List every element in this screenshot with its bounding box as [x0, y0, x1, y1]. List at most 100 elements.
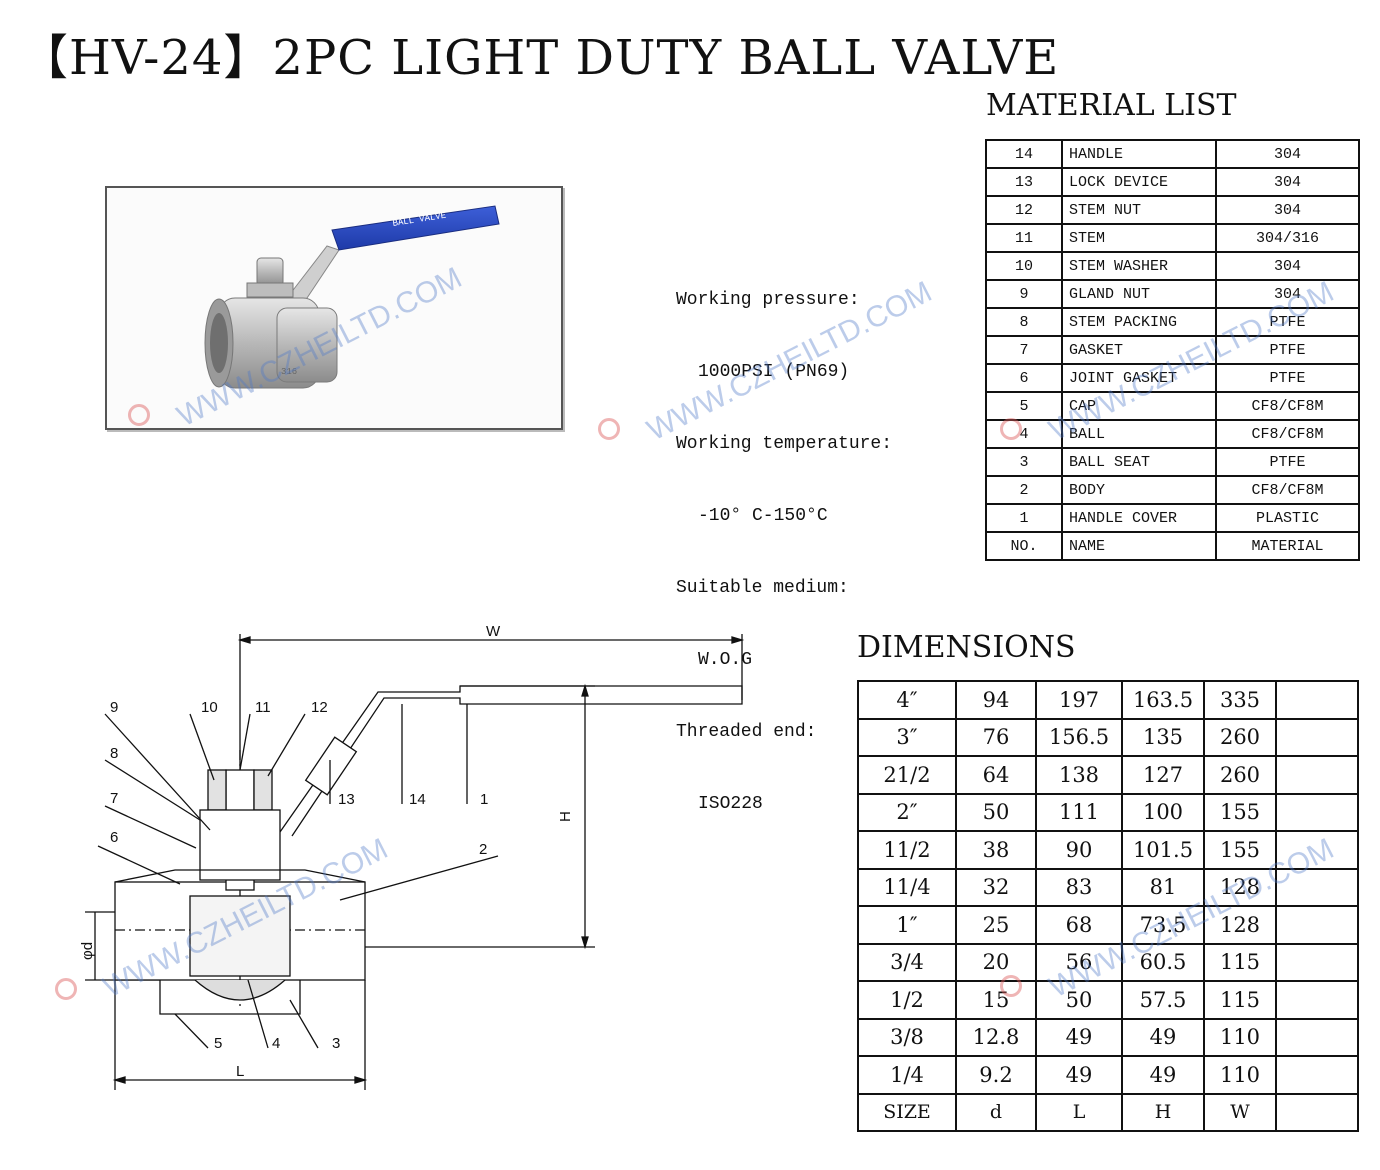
dim-cell: 49	[1121, 1017, 1205, 1057]
cell-name: GASKET	[1061, 335, 1217, 365]
callout-10: 10	[201, 699, 218, 716]
valve-section-drawing: W H L φd 9 10 11 12 8 7 6 13 14 1 2 5 4 …	[79, 623, 745, 1090]
cell-material: 304	[1215, 195, 1360, 225]
callout-14: 14	[409, 791, 426, 808]
cell-material: CF8/CF8M	[1215, 391, 1360, 421]
material-list-heading: MATERIAL LIST	[986, 88, 1237, 123]
cell-no: 10	[985, 251, 1063, 281]
cell-no: 9	[985, 279, 1063, 309]
dim-cell: 2″	[857, 792, 957, 832]
callout-9: 9	[110, 699, 118, 716]
dim-cell: 50	[955, 792, 1037, 832]
dim-cell: 38	[955, 830, 1037, 870]
temperature-value: -10° C-150°C	[698, 506, 828, 526]
watermark-logo-icon	[598, 418, 620, 440]
cell-material: 304/316	[1215, 223, 1360, 253]
dim-cell: 115	[1203, 980, 1277, 1020]
page-title: 【HV-24】2PC LIGHT DUTY BALL VALVE	[20, 30, 1060, 86]
cell-material: 304	[1215, 167, 1360, 197]
dim-cell	[1275, 717, 1359, 757]
dim-cell: 60.5	[1121, 942, 1205, 982]
dim-cell: 68	[1035, 905, 1123, 945]
dim-cell: 4″	[857, 680, 957, 720]
dim-cell: 64	[955, 755, 1037, 795]
callout-1: 1	[480, 791, 488, 808]
dim-header-cell	[1275, 1092, 1359, 1132]
cell-material: PTFE	[1215, 447, 1360, 477]
dim-cell: 81	[1121, 867, 1205, 907]
pressure-value: 1000PSI (PN69)	[698, 362, 850, 382]
cell-material: 304	[1215, 279, 1360, 309]
dim-cell: 128	[1203, 867, 1277, 907]
dim-cell	[1275, 755, 1359, 795]
dim-cell: 110	[1203, 1017, 1277, 1057]
header-name: NAME	[1061, 531, 1217, 561]
dim-cell: 76	[955, 717, 1037, 757]
cell-name: STEM WASHER	[1061, 251, 1217, 281]
callout-6: 6	[110, 829, 118, 846]
dim-cell: 9.2	[955, 1055, 1037, 1095]
product-photo: BALL VALVE 316	[105, 186, 563, 430]
cell-name: HANDLE	[1061, 139, 1217, 169]
dim-cell: 3/8	[857, 1017, 957, 1057]
dim-cell: 21/2	[857, 755, 957, 795]
cell-material: PTFE	[1215, 307, 1360, 337]
end-label: Threaded end:	[676, 722, 817, 742]
medium-label: Suitable medium:	[676, 578, 849, 598]
callout-2: 2	[479, 841, 487, 858]
end-value: ISO228	[698, 794, 763, 814]
dim-cell: 50	[1035, 980, 1123, 1020]
cell-no: 12	[985, 195, 1063, 225]
dim-w-label: W	[486, 623, 501, 640]
dim-cell	[1275, 867, 1359, 907]
dimensions-heading: DIMENSIONS	[857, 630, 1076, 665]
dim-cell: 11/2	[857, 830, 957, 870]
pressure-label: Working pressure:	[676, 290, 860, 310]
dim-cell: 110	[1203, 1055, 1277, 1095]
callout-8: 8	[110, 745, 118, 762]
dim-cell: 15	[955, 980, 1037, 1020]
dim-cell: 3″	[857, 717, 957, 757]
cell-no: 4	[985, 419, 1063, 449]
cell-no: 7	[985, 335, 1063, 365]
dim-header-cell: L	[1035, 1092, 1123, 1132]
temperature-label: Working temperature:	[676, 434, 893, 454]
cell-name: GLAND NUT	[1061, 279, 1217, 309]
dim-cell: 127	[1121, 755, 1205, 795]
dim-cell: 1/4	[857, 1055, 957, 1095]
cell-name: BALL	[1061, 419, 1217, 449]
dim-cell: 94	[955, 680, 1037, 720]
watermark-logo-icon	[1000, 418, 1022, 440]
dim-d-label: φd	[79, 942, 96, 960]
callout-11: 11	[255, 699, 271, 716]
cell-no: 5	[985, 391, 1063, 421]
dim-cell: 155	[1203, 792, 1277, 832]
cell-material: PLASTIC	[1215, 503, 1360, 533]
dim-cell: 32	[955, 867, 1037, 907]
watermark-logo-icon	[128, 404, 150, 426]
callout-3: 3	[332, 1035, 340, 1052]
cell-no: 14	[985, 139, 1063, 169]
header-material: MATERIAL	[1215, 531, 1360, 561]
dim-cell: 20	[955, 942, 1037, 982]
callout-7: 7	[110, 790, 118, 807]
dim-cell: 73.5	[1121, 905, 1205, 945]
dim-cell: 135	[1121, 717, 1205, 757]
dim-cell: 115	[1203, 942, 1277, 982]
cell-name: BODY	[1061, 475, 1217, 505]
cell-no: 8	[985, 307, 1063, 337]
